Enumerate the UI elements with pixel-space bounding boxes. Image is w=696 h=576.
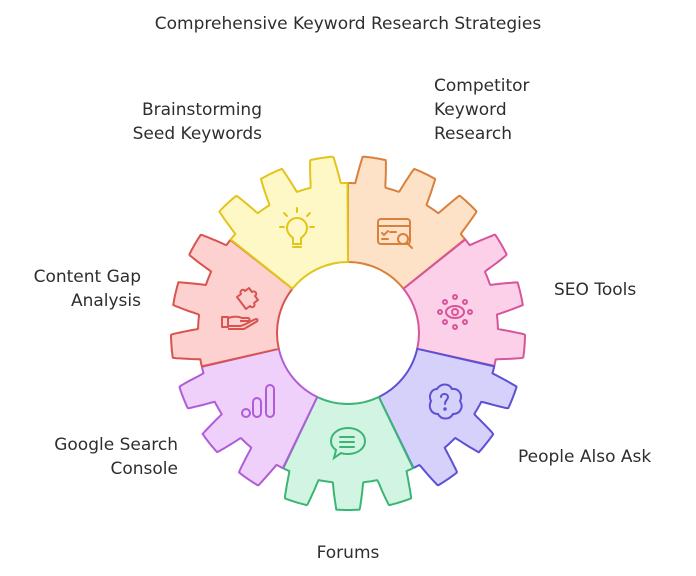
label-line: People Also Ask — [518, 447, 652, 467]
label-line: Seed Keywords — [132, 124, 262, 144]
eye-network-icon — [437, 294, 473, 330]
label-line: SEO Tools — [554, 280, 637, 300]
label-brainstorming: Brainstorming Seed Keywords — [133, 98, 262, 146]
label-line: Competitor — [434, 76, 530, 96]
chat-bubble-icon — [329, 426, 367, 461]
label-line: Keyword — [434, 100, 507, 120]
label-people-also-ask: People Also Ask — [518, 445, 651, 469]
gear-segment-people-also-ask — [377, 347, 518, 487]
bar-chart-icon — [241, 384, 275, 418]
label-line: Content Gap — [33, 267, 141, 287]
label-line: Research — [434, 124, 512, 144]
diagram-title: Comprehensive Keyword Research Strategie… — [154, 14, 542, 34]
label-google-search-console: Google Search Console — [54, 433, 178, 481]
label-forums: Forums — [248, 541, 448, 565]
label-content-gap: Content Gap Analysis — [34, 265, 141, 313]
label-seo-tools: SEO Tools — [554, 278, 636, 302]
label-line: Console — [110, 459, 179, 479]
label-competitor: Competitor Keyword Research — [434, 74, 530, 146]
question-bubble-icon — [428, 383, 463, 420]
label-line: Forums — [316, 543, 380, 563]
gear-segment-content-gap — [170, 233, 294, 368]
browser-search-icon — [377, 218, 413, 249]
label-line: Google Search — [54, 435, 178, 455]
label-line: Brainstorming — [141, 100, 262, 120]
hand-puzzle-icon — [221, 287, 259, 330]
gear-segment-brainstorming — [218, 155, 349, 290]
label-line: Analysis — [70, 291, 141, 311]
lightbulb-icon — [279, 207, 315, 248]
